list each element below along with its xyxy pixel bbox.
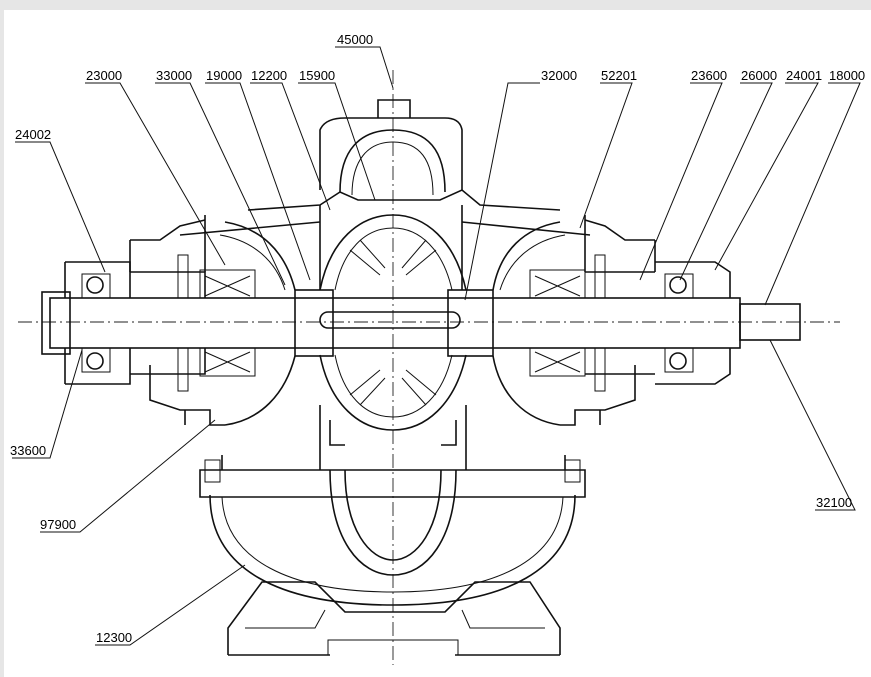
label-23600: 23600 <box>691 68 727 83</box>
lower-volute-casing <box>199 455 586 606</box>
left-bearing-housing <box>64 221 296 426</box>
label-52201: 52201 <box>601 68 637 83</box>
right-bearing-housing <box>177 221 731 426</box>
label-12300: 12300 <box>96 630 132 645</box>
leader-lines <box>12 46 861 646</box>
center-lines <box>18 70 840 665</box>
impeller <box>319 214 467 470</box>
label-15900: 15900 <box>299 68 335 83</box>
label-18000: 18000 <box>829 68 865 83</box>
label-24002: 24002 <box>15 127 51 142</box>
label-33600: 33600 <box>10 443 46 458</box>
label-24001: 24001 <box>786 68 822 83</box>
label-26000: 26000 <box>741 68 777 83</box>
pump-base <box>227 581 561 656</box>
label-32100: 32100 <box>816 495 852 510</box>
drawing-sheet <box>4 10 871 677</box>
label-32000: 32000 <box>541 68 577 83</box>
shaft <box>41 289 801 357</box>
label-12200: 12200 <box>251 68 287 83</box>
label-33000: 33000 <box>156 68 192 83</box>
label-19000: 19000 <box>206 68 242 83</box>
label-23000: 23000 <box>86 68 122 83</box>
part-number-labels: 45000 23000 33000 19000 12200 15900 3200… <box>10 32 865 645</box>
label-97900: 97900 <box>40 517 76 532</box>
label-45000: 45000 <box>337 32 373 47</box>
